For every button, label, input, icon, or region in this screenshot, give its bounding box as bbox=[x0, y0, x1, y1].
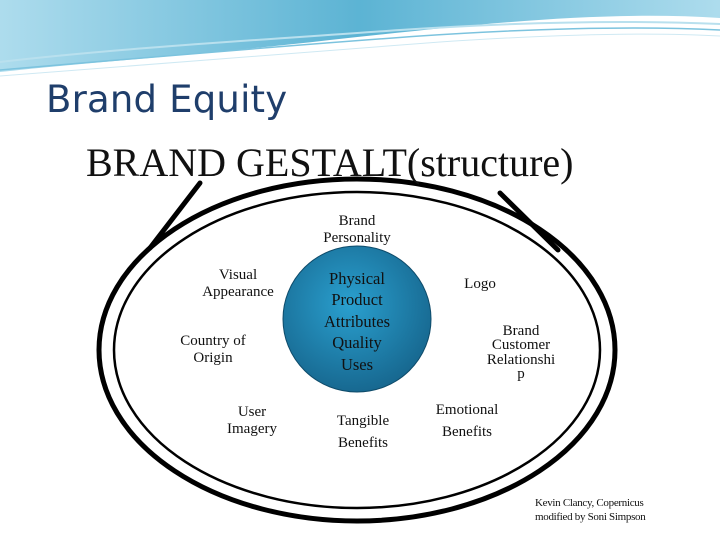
label-emotional-benefits: Emotional Benefits bbox=[435, 402, 499, 440]
core-circle-label: Physical Product Attributes Quality Uses bbox=[324, 269, 390, 374]
slide-title: Brand Equity bbox=[46, 78, 288, 121]
label-logo: Logo bbox=[464, 276, 496, 292]
label-user-imagery: User Imagery bbox=[227, 404, 277, 438]
core-circle bbox=[282, 245, 432, 393]
label-tangible-benefits: Tangible Benefits bbox=[336, 413, 390, 451]
credit-line-1: Kevin Clancy, Copernicus bbox=[535, 497, 644, 509]
label-visual-appearance: Visual Appearance bbox=[202, 267, 274, 301]
attribution-credit: Kevin Clancy, Copernicus modified by Son… bbox=[535, 496, 646, 525]
slide-subtitle: BRAND GESTALT(structure) bbox=[86, 140, 574, 185]
pointer-lines bbox=[147, 180, 561, 253]
credit-line-2: modified by Soni Simpson bbox=[535, 511, 646, 524]
label-country-of-origin: Country of Origin bbox=[180, 333, 246, 367]
outer-ellipses bbox=[96, 176, 618, 524]
label-brand-personality: Brand Personality bbox=[323, 213, 391, 247]
label-brand-customer-relationship: Brand Customer Relationshi p bbox=[486, 323, 556, 382]
header-wave bbox=[0, 0, 720, 77]
